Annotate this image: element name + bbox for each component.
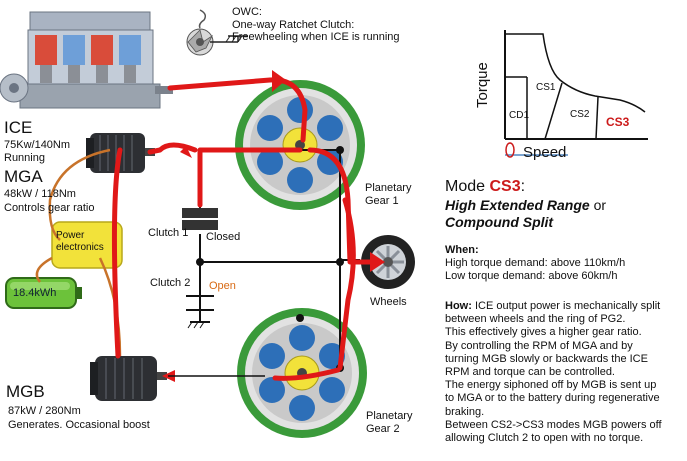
mode-prefix: Mode: [445, 178, 490, 195]
how-section: How: ICE output power is mechanically sp…: [445, 300, 662, 445]
planetary-gear-1-label-2: Gear 1: [365, 194, 399, 207]
how-line-1: ICE output power is mechanically split: [471, 300, 661, 312]
when-section: When: High torque demand: above 110km/h …: [445, 244, 625, 284]
how-line-7: The energy siphoned off by MGB is sent u…: [445, 379, 657, 392]
how-line-11: allowing Clutch 2 to open with no torque…: [445, 432, 644, 445]
power-electronics-box: [51, 221, 123, 269]
torque-speed-chart: [504, 30, 648, 158]
owc-ratchet-icon: [186, 9, 248, 56]
clutch-2-state: Open: [209, 280, 236, 292]
ice-spec: 75Kw/140Nm: [4, 139, 71, 151]
mga-desc: Controls gear ratio: [4, 202, 95, 214]
planetary-gear-1-label-1: Planetary: [365, 182, 412, 194]
mode-name: CS3: [489, 178, 521, 195]
battery: [5, 277, 82, 309]
how-heading: How:: [445, 300, 472, 312]
clutch-2: [186, 295, 214, 329]
ice-status: Running: [4, 152, 45, 164]
wheel-icon: [361, 235, 415, 289]
power-flow-arrows: [111, 77, 378, 381]
ice-engine-illustration: [0, 8, 173, 113]
mgb-desc: Generates. Occasional boost: [8, 419, 150, 431]
how-line-10: Between CS2->CS3 modes MGB powers off: [445, 418, 662, 431]
mga-title: MGA: [4, 167, 43, 186]
chart-x-label: Speed: [523, 144, 567, 161]
mode-suffix: :: [520, 178, 526, 195]
mgb-motor: [90, 356, 167, 401]
owc-description: Freewheeling when ICE is running: [232, 31, 400, 44]
clutch-1-label: Clutch 1: [148, 227, 189, 239]
clutch-2-label: Clutch 2: [150, 277, 191, 289]
when-heading: When:: [445, 244, 479, 256]
mga-spec: 48kW / 118Nm: [4, 188, 76, 200]
mode-high-extended-range: High Extended Range: [445, 197, 590, 213]
chart-region-cs1: CS1: [536, 82, 556, 93]
when-line-1: High torque demand: above 110km/h: [445, 257, 626, 270]
mode-heading: Mode CS3:: [445, 178, 525, 196]
mgb-title: MGB: [6, 382, 45, 401]
owc-full-name: One-way Ratchet Clutch:: [232, 18, 355, 31]
how-line-2: between wheels and the ring of PG2.: [445, 313, 626, 326]
chart-region-cd1: CD1: [509, 110, 530, 121]
wheels-label: Wheels: [370, 296, 407, 308]
power-flow-arrowheads: [162, 70, 385, 382]
how-line-6: RPM and torque can be controlled.: [445, 366, 615, 379]
how-line-3: This effectively gives a higher gear rat…: [445, 326, 642, 339]
mode-subtitle: High Extended Range or: [445, 197, 606, 215]
clutch-1-state: Closed: [206, 231, 241, 243]
power-electronics-label-1: Power: [56, 230, 85, 241]
mode-compound-split: Compound Split: [445, 214, 554, 230]
chart-region-cs3: CS3: [606, 115, 630, 129]
when-line-2: Low torque demand: above 60km/h: [445, 270, 618, 283]
clutch-1: [182, 208, 218, 230]
planetary-gear-2: [237, 308, 367, 438]
planetary-gear-1: [235, 80, 365, 210]
mgb-spec: 87kW / 280Nm: [8, 405, 81, 417]
mode-or: or: [589, 197, 607, 213]
chart-region-cs2: CS2: [570, 109, 590, 120]
how-line-4: By controlling the RPM of MGA and by: [445, 339, 633, 352]
power-electronics-label-2: electronics: [56, 242, 104, 253]
battery-label: 18.4kWh: [13, 287, 57, 299]
ice-title: ICE: [4, 118, 33, 137]
how-line-5: turning MGB slowly or backwards the ICE: [445, 352, 648, 365]
owc-label: OWC:: [232, 6, 262, 18]
planetary-gear-2-label-1: Planetary: [366, 410, 413, 422]
planetary-gear-2-label-2: Gear 2: [366, 422, 400, 435]
chart-y-label: Torque: [474, 62, 491, 108]
how-line-9: braking.: [445, 405, 485, 418]
how-line-8: to MGA or to the battery during regenera…: [445, 392, 660, 405]
